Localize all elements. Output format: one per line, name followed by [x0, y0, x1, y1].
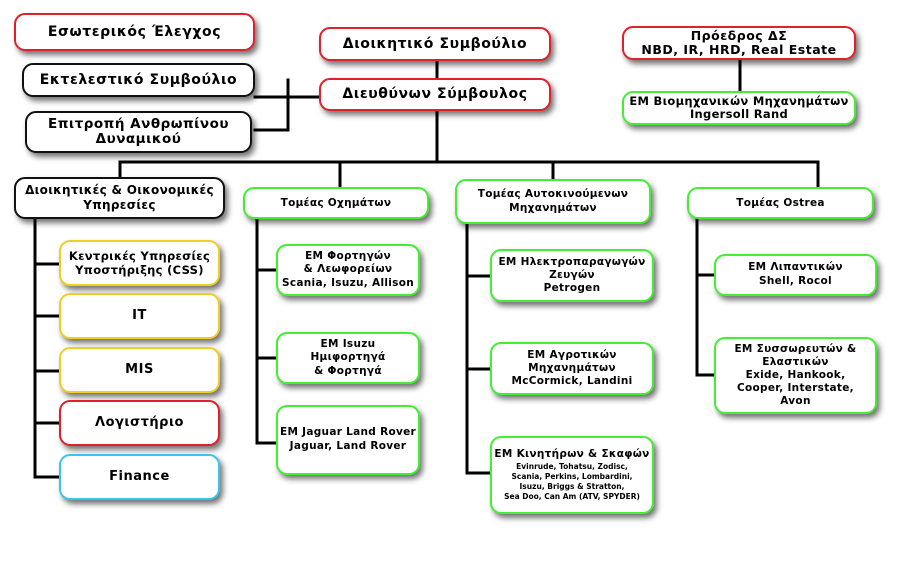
engines-boats-title: ΕΜ Κινητήρων & Σκαφών — [494, 447, 650, 460]
admin-item-mis: MIS — [59, 347, 220, 393]
ceo-box: Διευθύνων Σύμβουλος — [319, 78, 551, 111]
admin-item-finance: Finance — [59, 454, 220, 500]
admin-item-accounting: Λογιστήριο — [59, 400, 220, 446]
ostrea-division-box: Τομέας Ostrea — [687, 187, 874, 219]
vehicles-item-jaguar-land-rover: ΕΜ Jaguar Land Rover Jaguar, Land Rover — [276, 405, 420, 475]
internal-audit-box: Εσωτερικός Έλεγχος — [14, 13, 255, 51]
hr-committee-box: Επιτροπή Ανθρωπίνου Δυναμικού — [25, 111, 252, 153]
ostrea-item-lubricants: ΕΜ Λιπαντικών Shell, Rocol — [714, 254, 877, 296]
machinery-item-engines-boats: ΕΜ Κινητήρων & Σκαφών Evinrude, Tohatsu,… — [490, 436, 654, 514]
machinery-item-agricultural: ΕΜ Αγροτικών Μηχανημάτων McCormick, Land… — [490, 342, 654, 395]
chairman-box: Πρόεδρος ΔΣ NBD, IR, HRD, Real Estate — [622, 26, 856, 60]
industrial-machinery-box: ΕΜ Βιομηχανικών Μηχανημάτων Ingersoll Ra… — [622, 91, 856, 125]
vehicles-item-isuzu: ΕΜ Isuzu Ημιφορτηγά & Φορτηγά — [276, 332, 420, 384]
admin-finance-division-box: Διοικητικές & Οικονομικές Υπηρεσίες — [14, 177, 225, 219]
engines-boats-brands: Evinrude, Tohatsu, Zodisc, Scania, Perki… — [504, 461, 640, 501]
executive-board-box: Εκτελεστικό Συμβούλιο — [22, 63, 255, 97]
machinery-item-generators: ΕΜ Ηλεκτροπαραγωγών Ζευγών Petrogen — [490, 249, 654, 302]
machinery-division-box: Τομέας Αυτοκινούμενων Μηχανημάτων — [455, 179, 651, 224]
vehicles-item-trucks-buses: ΕΜ Φορτηγών & Λεωφορείων Scania, Isuzu, … — [276, 244, 420, 296]
admin-item-it: IT — [59, 293, 220, 339]
board-of-directors-box: Διοικητικό Συμβούλιο — [319, 27, 551, 61]
vehicles-division-box: Τομέας Οχημάτων — [243, 187, 429, 219]
admin-item-css: Κεντρικές Υπηρεσίες Υποστήριξης (CSS) — [59, 240, 220, 286]
ostrea-item-batteries-tyres: ΕΜ Συσσωρευτών & Ελαστικών Exide, Hankoo… — [714, 337, 877, 414]
